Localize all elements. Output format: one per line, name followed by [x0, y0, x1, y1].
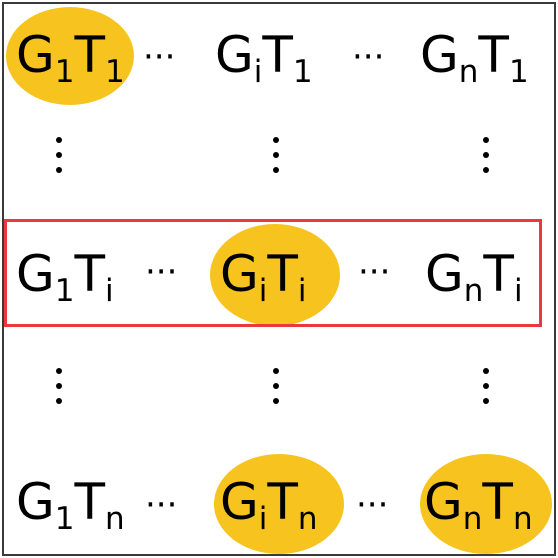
hdots-row1-right: ···: [352, 37, 385, 77]
cell-gi-tn: GiTn: [220, 473, 318, 537]
vdots-col2-lower: [273, 368, 281, 413]
cell-gn-t1: GnT1: [420, 26, 529, 90]
cell-g1-ti: G1Ti: [16, 245, 114, 309]
vdots-col1-upper: [56, 137, 64, 182]
vdots-col3-upper: [483, 137, 491, 182]
highlight-ellipse-gntn: [420, 454, 552, 554]
hdots-row3-left: ···: [145, 485, 178, 525]
highlight-ellipse-gitn: [214, 454, 344, 554]
hdots-row2-left: ···: [145, 252, 178, 292]
cell-gn-ti: GnTi: [425, 245, 523, 309]
cell-gi-ti: GiTi: [220, 245, 307, 309]
highlight-ellipse-giti: [210, 224, 340, 326]
hdots-row1-left: ···: [143, 37, 176, 77]
vdots-col2-upper: [273, 137, 281, 182]
cell-gi-t1: GiT1: [215, 26, 313, 90]
vdots-col1-lower: [56, 368, 64, 413]
hdots-row3-right: ···: [356, 485, 389, 525]
cell-g1-tn: G1Tn: [16, 473, 125, 537]
cell-g1-t1: G1T1: [16, 26, 125, 90]
row-highlight-box: [4, 219, 542, 327]
highlight-ellipse-g1t1: [6, 7, 134, 105]
cell-gn-tn: GnTn: [424, 473, 533, 537]
vdots-col3-lower: [483, 368, 491, 413]
hdots-row2-right: ···: [358, 252, 391, 292]
